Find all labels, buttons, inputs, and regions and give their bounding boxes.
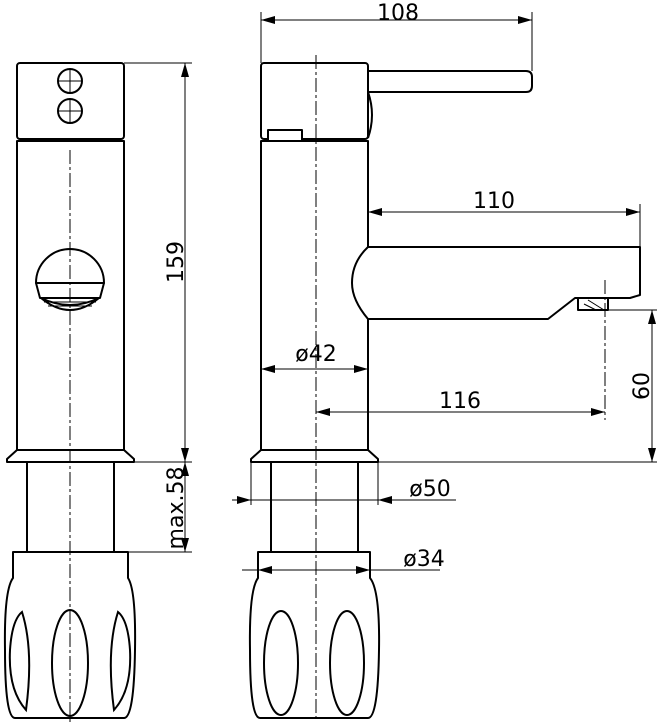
dim-spout-reach-label: 110 xyxy=(473,189,515,214)
dim-max-deck-label: max.58 xyxy=(164,467,189,550)
side-nut xyxy=(248,551,381,719)
side-flange xyxy=(250,449,379,463)
side-lever-pivot xyxy=(367,91,373,139)
side-view xyxy=(248,55,641,722)
side-body xyxy=(260,140,369,452)
dim-spout-height-label: 60 xyxy=(630,372,655,400)
front-view xyxy=(3,62,137,722)
side-lever xyxy=(367,70,533,93)
side-handle-cap xyxy=(260,62,369,140)
dim-spout-projection: 116 xyxy=(316,389,605,416)
dim-mount-diameter: ø50 xyxy=(232,462,456,505)
dim-overall-width: 108 xyxy=(260,1,533,71)
dim-overall-width-label: 108 xyxy=(377,1,419,26)
dim-mount-diameter-label: ø50 xyxy=(409,477,450,502)
dim-nut-diameter-label: ø34 xyxy=(403,547,444,572)
side-cap-chamfer xyxy=(267,129,303,142)
front-nut-grip-left xyxy=(8,610,31,713)
side-shank xyxy=(270,461,359,553)
dim-overall-height-label: 159 xyxy=(164,241,189,283)
side-aerator xyxy=(577,297,609,311)
side-spout xyxy=(351,246,641,320)
side-nut-grip-left xyxy=(263,610,299,716)
screw-icon-top xyxy=(57,68,83,94)
dim-overall-height: 159 xyxy=(124,62,192,463)
dim-nut-diameter: ø34 xyxy=(242,547,445,574)
front-nut-grip-right xyxy=(109,610,132,713)
dim-spout-height: 60 xyxy=(378,309,657,463)
side-nut-grip-center xyxy=(329,610,365,716)
dim-spout-reach: 110 xyxy=(368,189,641,247)
dim-spout-projection-label: 116 xyxy=(439,389,481,414)
dim-body-diameter: ø42 xyxy=(261,342,368,373)
screw-icon-bottom xyxy=(57,98,83,124)
dim-max-deck: max.58 xyxy=(128,462,192,553)
dim-body-diameter-label: ø42 xyxy=(295,342,336,367)
